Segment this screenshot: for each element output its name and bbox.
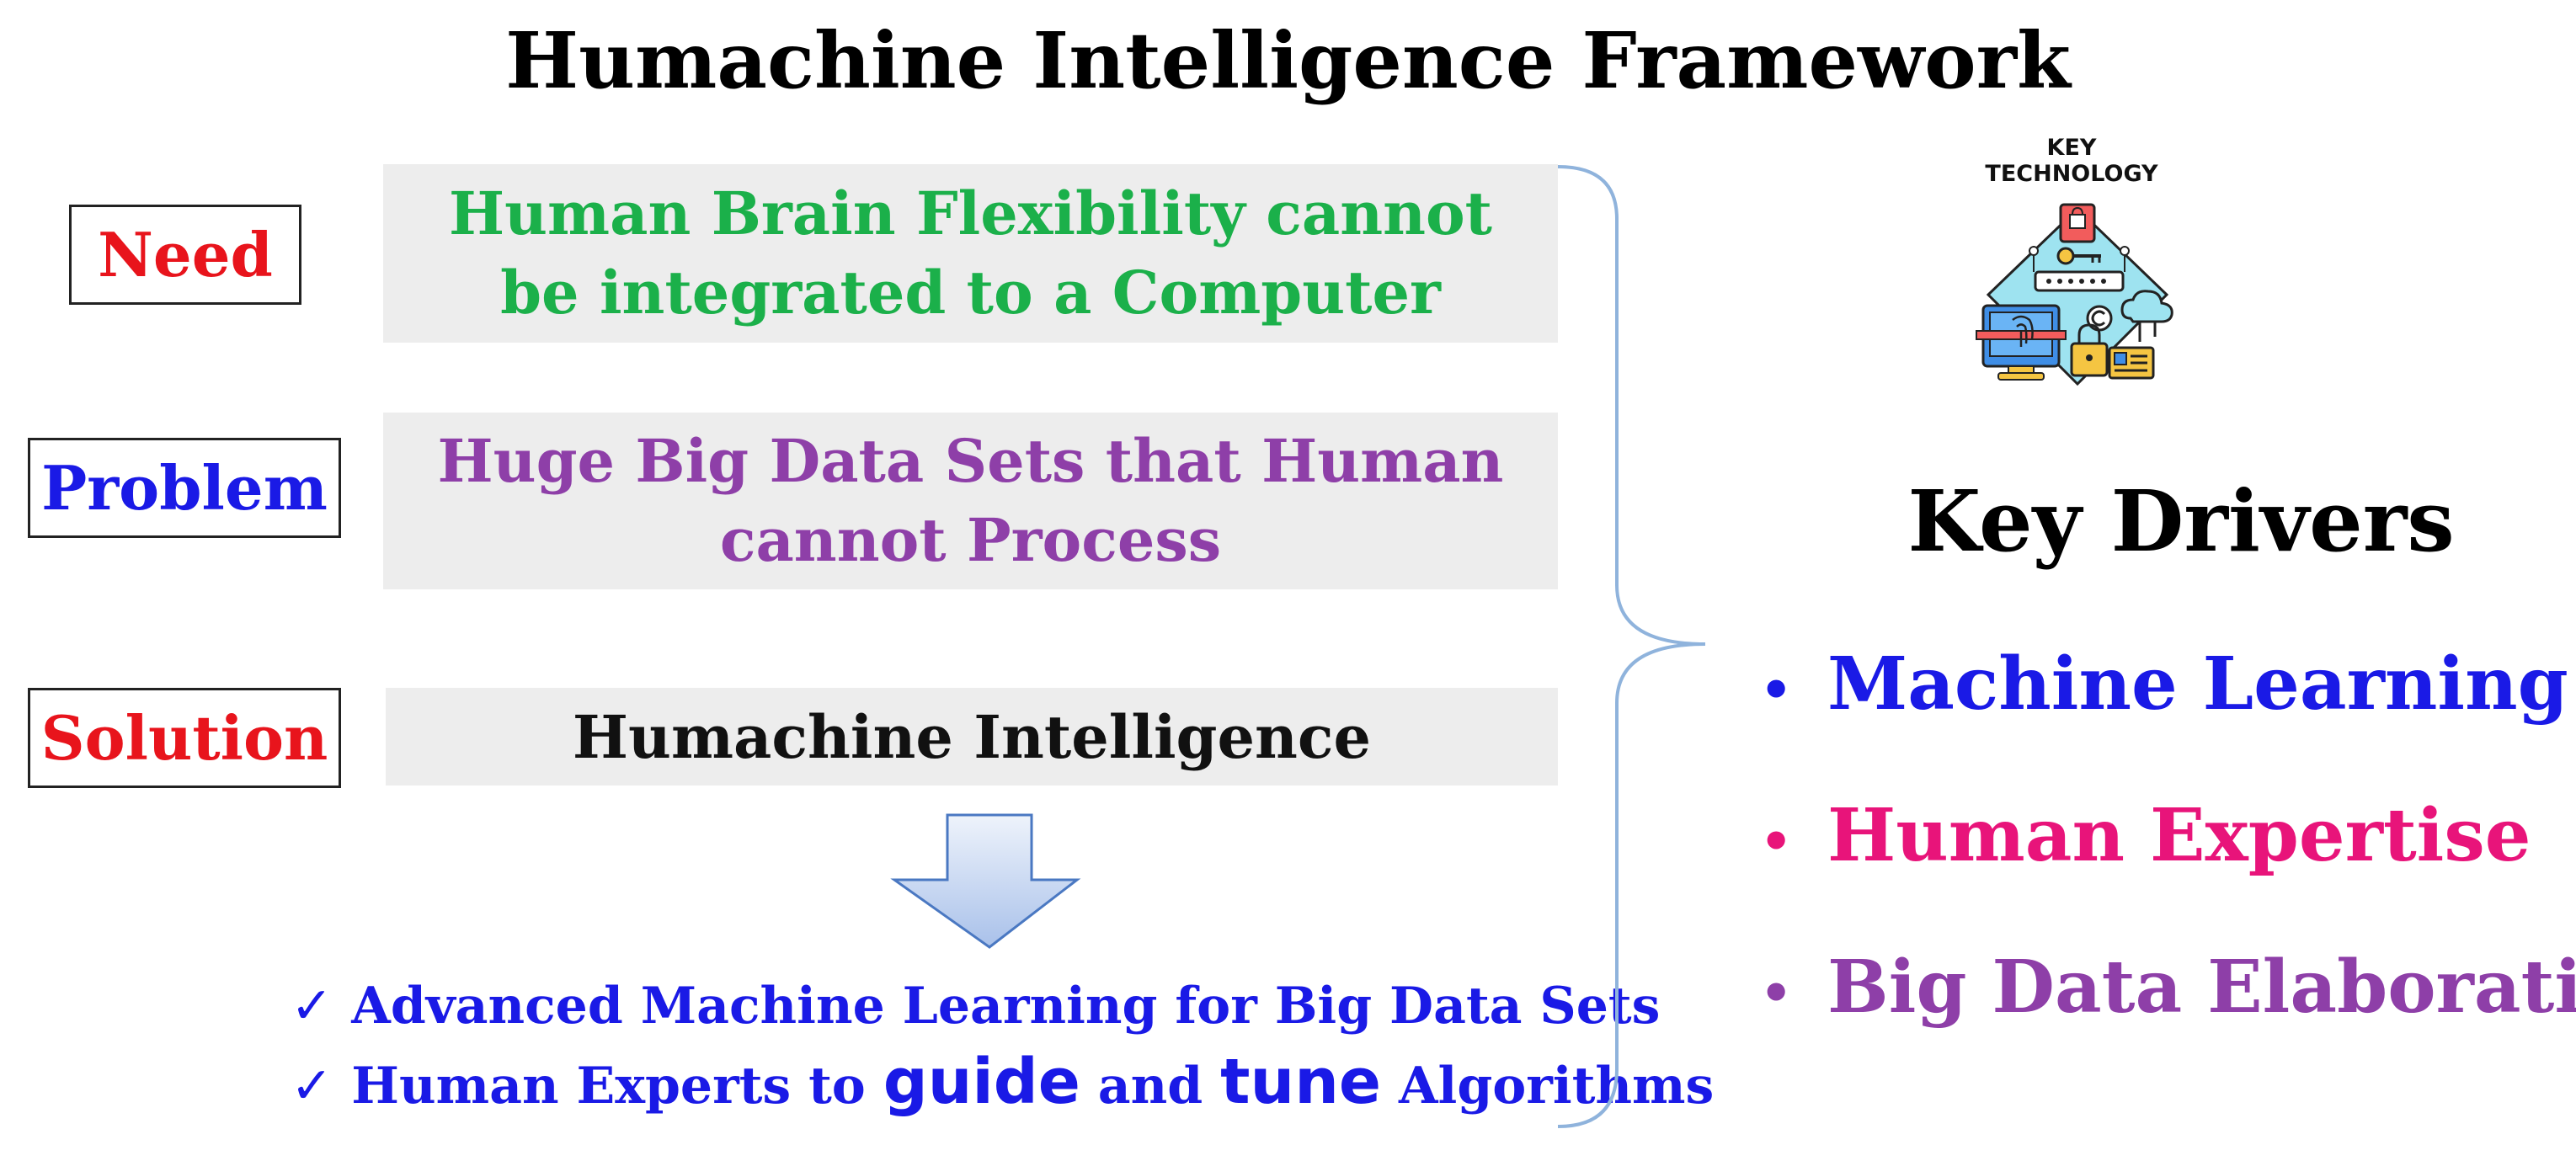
bullet-icon: • bbox=[1760, 963, 1793, 1023]
outcome-text-2e: Algorithms bbox=[1381, 1057, 1715, 1116]
solution-text: Humachine Intelligence bbox=[572, 701, 1372, 772]
problem-panel: Huge Big Data Sets that Human cannot Pro… bbox=[383, 413, 1558, 589]
key-technology-caption: KEY TECHNOLOGY bbox=[1971, 135, 2173, 187]
need-label: Need bbox=[98, 219, 273, 290]
solution-label-box: Solution bbox=[28, 688, 341, 788]
driver-text: Machine Learning bbox=[1827, 642, 2568, 727]
outcome-text-1: Advanced Machine Learning for Big Data S… bbox=[351, 977, 1661, 1036]
driver-text: Human Expertise bbox=[1827, 793, 2531, 878]
key-technology-icon bbox=[1976, 203, 2173, 386]
caption-line-1: KEY bbox=[2046, 135, 2097, 161]
need-text: Human Brain Flexibility cannot be integr… bbox=[448, 178, 1492, 328]
need-panel: Human Brain Flexibility cannot be integr… bbox=[383, 164, 1558, 343]
solution-label: Solution bbox=[40, 702, 328, 774]
solution-panel: Humachine Intelligence bbox=[386, 688, 1558, 786]
driver-item-machine-learning: • Machine Learning bbox=[1760, 638, 2568, 737]
problem-label-box: Problem bbox=[28, 438, 341, 538]
driver-item-big-data-elaboration: • Big Data Elaboration bbox=[1760, 941, 2576, 1040]
outcome-text-2d: tune bbox=[1220, 1046, 1382, 1118]
problem-text: Huge Big Data Sets that Human cannot Pro… bbox=[437, 426, 1504, 575]
bullet-icon: • bbox=[1760, 660, 1793, 720]
caption-line-2: TECHNOLOGY bbox=[1985, 161, 2158, 187]
outcome-text-2c: and bbox=[1080, 1057, 1221, 1116]
diagram-title: Humachine Intelligence Framework bbox=[505, 15, 2071, 106]
driver-item-human-expertise: • Human Expertise bbox=[1760, 790, 2531, 888]
key-drivers-title: Key Drivers bbox=[1907, 471, 2455, 571]
checkmark-icon: ✓ bbox=[291, 977, 333, 1036]
outcome-text-2b: guide bbox=[883, 1046, 1080, 1118]
problem-label: Problem bbox=[41, 452, 328, 524]
down-arrow-icon bbox=[890, 813, 1081, 949]
curly-brace bbox=[1557, 165, 1706, 1128]
checkmark-icon: ✓ bbox=[291, 1057, 333, 1116]
outcome-text-2a: Human Experts to bbox=[351, 1057, 883, 1116]
outcome-line-2: ✓ Human Experts to guide and tune Algorit… bbox=[291, 1048, 1714, 1120]
outcome-line-1: ✓ Advanced Machine Learning for Big Data … bbox=[291, 972, 1660, 1040]
need-label-box: Need bbox=[69, 205, 301, 305]
driver-text: Big Data Elaboration bbox=[1827, 945, 2576, 1030]
bullet-icon: • bbox=[1760, 812, 1793, 871]
